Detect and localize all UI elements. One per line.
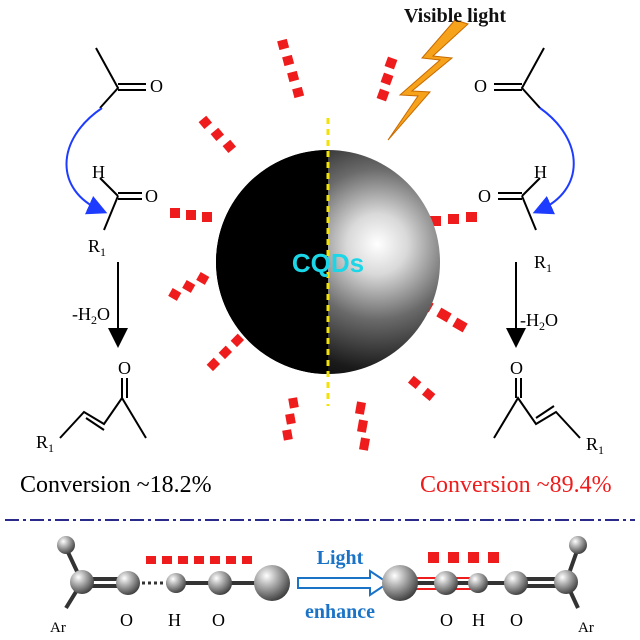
svg-text:Ar: Ar <box>50 620 66 636</box>
left-blue-arrow <box>65 107 108 215</box>
bottom-right-labels: O H O Ar <box>440 610 594 636</box>
left-aldehyde-h: H <box>92 162 105 182</box>
svg-text:Ar: Ar <box>578 620 594 636</box>
svg-text:R1: R1 <box>534 252 552 275</box>
left-r-group: R <box>88 236 100 256</box>
right-aldehyde-h: H <box>534 162 547 182</box>
left-labels: O H O R1 -H2O O R1 <box>36 76 163 455</box>
bottom-left-molecule <box>57 536 290 610</box>
bottom-left-labels: Ar O H O <box>50 610 225 636</box>
svg-text:O: O <box>510 610 523 630</box>
visible-light-label: Visible light <box>404 5 506 27</box>
light-enhance-arrow: Light enhance <box>297 547 390 623</box>
svg-text:R1: R1 <box>88 236 106 259</box>
svg-text:R1: R1 <box>36 432 54 455</box>
bottom-right-molecule <box>382 536 587 609</box>
right-blue-arrow <box>532 107 575 215</box>
svg-text:H: H <box>472 610 485 630</box>
left-product-o: O <box>118 358 131 378</box>
right-product-o: O <box>510 358 523 378</box>
svg-text:O: O <box>212 610 225 630</box>
svg-text:R1: R1 <box>586 434 604 457</box>
right-ketone-o: O <box>474 76 487 96</box>
cqds-label: CQDs <box>292 248 364 278</box>
right-aldehyde-o: O <box>478 186 491 206</box>
left-ketone-skeleton <box>95 47 120 109</box>
red-radiation-dashes <box>168 38 477 451</box>
lightning-icon <box>387 19 469 141</box>
light-label: Light <box>317 547 364 569</box>
svg-text:-H2O: -H2O <box>520 310 558 333</box>
svg-text:H: H <box>168 610 181 630</box>
right-labels: O H O R1 -H2O O R1 <box>474 76 604 457</box>
svg-text:-H2O: -H2O <box>72 304 110 327</box>
enhance-label: enhance <box>305 601 375 623</box>
right-reaction <box>493 47 581 439</box>
left-reaction <box>59 47 147 439</box>
svg-text:O: O <box>120 610 133 630</box>
left-aldehyde-o: O <box>145 186 158 206</box>
cqd-sphere: CQDs <box>216 118 440 406</box>
right-conversion-label: Conversion ~89.4% <box>420 472 612 498</box>
svg-text:O: O <box>440 610 453 630</box>
left-ketone-o: O <box>150 76 163 96</box>
left-conversion-label: Conversion ~18.2% <box>20 472 212 498</box>
